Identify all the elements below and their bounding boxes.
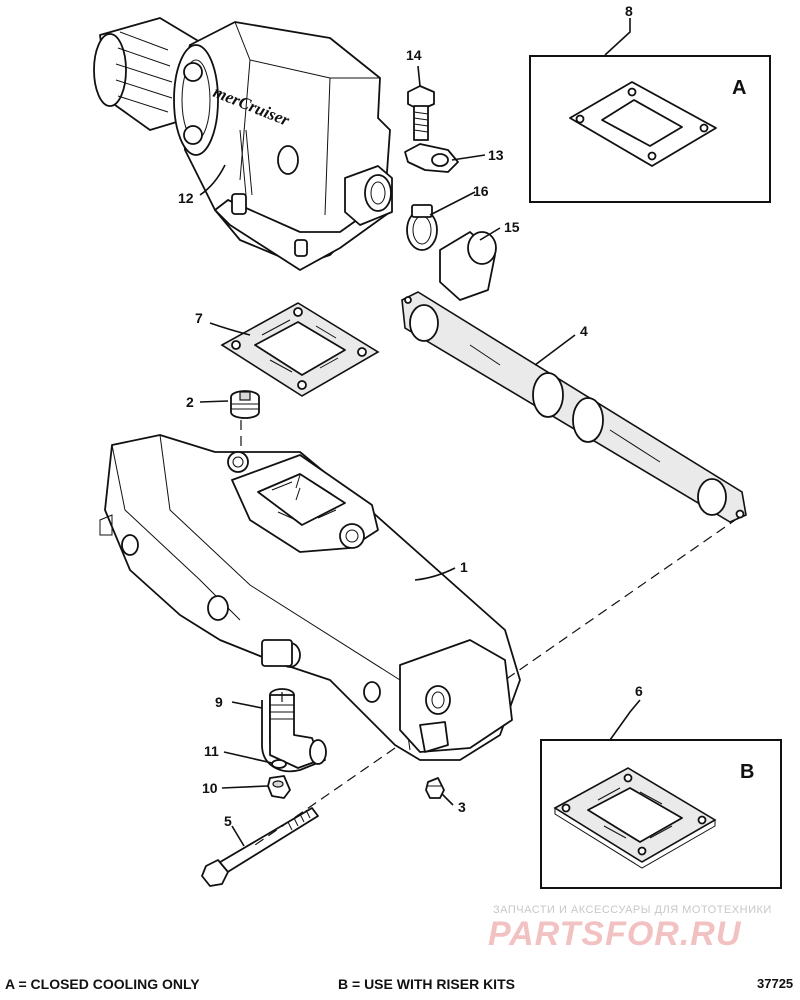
exhaust-elbow-part-12: merCruiser xyxy=(93,17,393,271)
manifold-gasket-part-4 xyxy=(401,291,747,523)
callout-4: 4 xyxy=(580,323,588,339)
watermark-tagline: ЗАПЧАСТИ И АКСЕССУАРЫ ДЛЯ МОТОТЕХНИКИ xyxy=(493,904,772,916)
gasket-a-drawing xyxy=(569,81,717,167)
watermark-brand: PARTSFOR.RU xyxy=(488,915,742,953)
callout-15: 15 xyxy=(504,219,520,235)
footnote-b: B = USE WITH RISER KITS xyxy=(338,976,515,992)
clip-part-13 xyxy=(404,143,459,173)
callout-numbers: 1 2 3 4 5 6 7 8 9 10 11 12 13 14 15 16 xyxy=(178,3,643,829)
callout-10: 10 xyxy=(202,780,218,796)
exhaust-manifold-part-1 xyxy=(99,434,521,761)
footnote-a: A = CLOSED COOLING ONLY xyxy=(5,976,200,992)
callout-16: 16 xyxy=(473,183,489,199)
callout-1: 1 xyxy=(460,559,468,575)
alignment-lines xyxy=(240,420,739,846)
callout-6: 6 xyxy=(635,683,643,699)
hose-part-15 xyxy=(439,231,497,301)
callout-8: 8 xyxy=(625,3,633,19)
callout-13: 13 xyxy=(488,147,504,163)
callout-2: 2 xyxy=(186,394,194,410)
inset-a-letter: A xyxy=(732,77,746,99)
stud-part-5 xyxy=(201,807,319,887)
hose-clamp-part-16 xyxy=(406,204,438,251)
gasket-b-drawing xyxy=(553,767,717,869)
callout-9: 9 xyxy=(215,694,223,710)
diagram-number: 37725 xyxy=(757,976,794,991)
bolt-part-14 xyxy=(407,85,435,141)
plug-part-3 xyxy=(425,777,445,799)
callout-12: 12 xyxy=(178,190,194,206)
plug-part-2 xyxy=(230,390,260,419)
callout-11: 11 xyxy=(204,743,219,759)
gasket-part-7 xyxy=(220,302,380,397)
inset-box-b: B xyxy=(540,739,782,889)
callout-14: 14 xyxy=(406,47,422,63)
inset-b-letter: B xyxy=(740,761,754,783)
fitting-part-10 xyxy=(267,775,291,799)
elbow-fitting-part-9 xyxy=(261,688,327,773)
inset-box-a: A xyxy=(529,55,771,203)
leader-lines xyxy=(199,18,641,847)
callout-3: 3 xyxy=(458,799,466,815)
callout-7: 7 xyxy=(195,310,203,326)
callout-5: 5 xyxy=(224,813,232,829)
o-ring-part-11 xyxy=(271,759,287,769)
